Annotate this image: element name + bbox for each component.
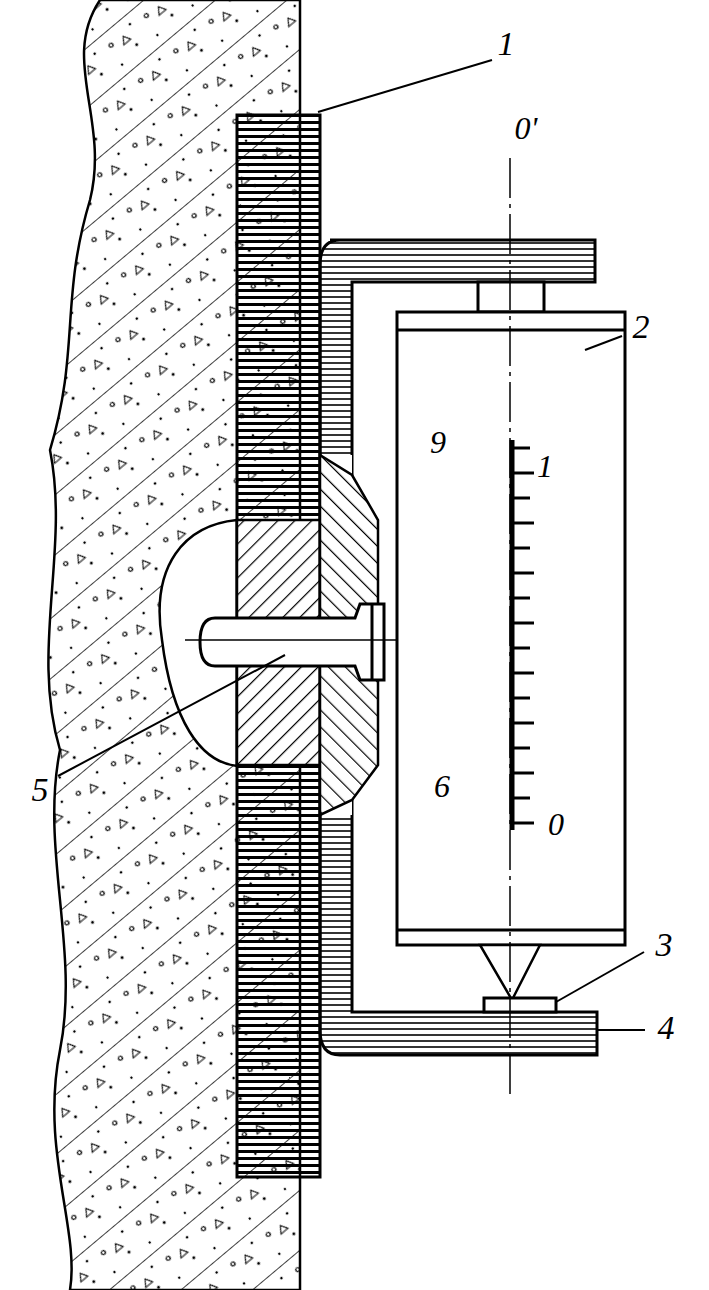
callout-number: 4: [655, 1010, 678, 1046]
bolt-slot: [371, 604, 374, 680]
bolt: [200, 604, 384, 680]
axis-line: [509, 158, 511, 1095]
pivot-top: [478, 282, 544, 312]
callout-number: 2: [630, 309, 653, 345]
bearing: [484, 998, 556, 1012]
callout-number: 5: [29, 772, 52, 808]
level-band: [397, 929, 625, 932]
scale-digit: 0: [545, 807, 567, 841]
leader-lines: [58, 60, 645, 1030]
level-band: [397, 329, 625, 332]
callout-number: 3: [653, 927, 676, 963]
scale-digit: 1: [534, 449, 556, 483]
scale-digit: 9: [427, 425, 449, 459]
scale-ticks: [512, 448, 534, 823]
callout-number: 1: [495, 26, 518, 62]
axis-label: 0': [512, 111, 541, 145]
level-body: [397, 312, 625, 945]
scale-digit: 6: [431, 769, 453, 803]
